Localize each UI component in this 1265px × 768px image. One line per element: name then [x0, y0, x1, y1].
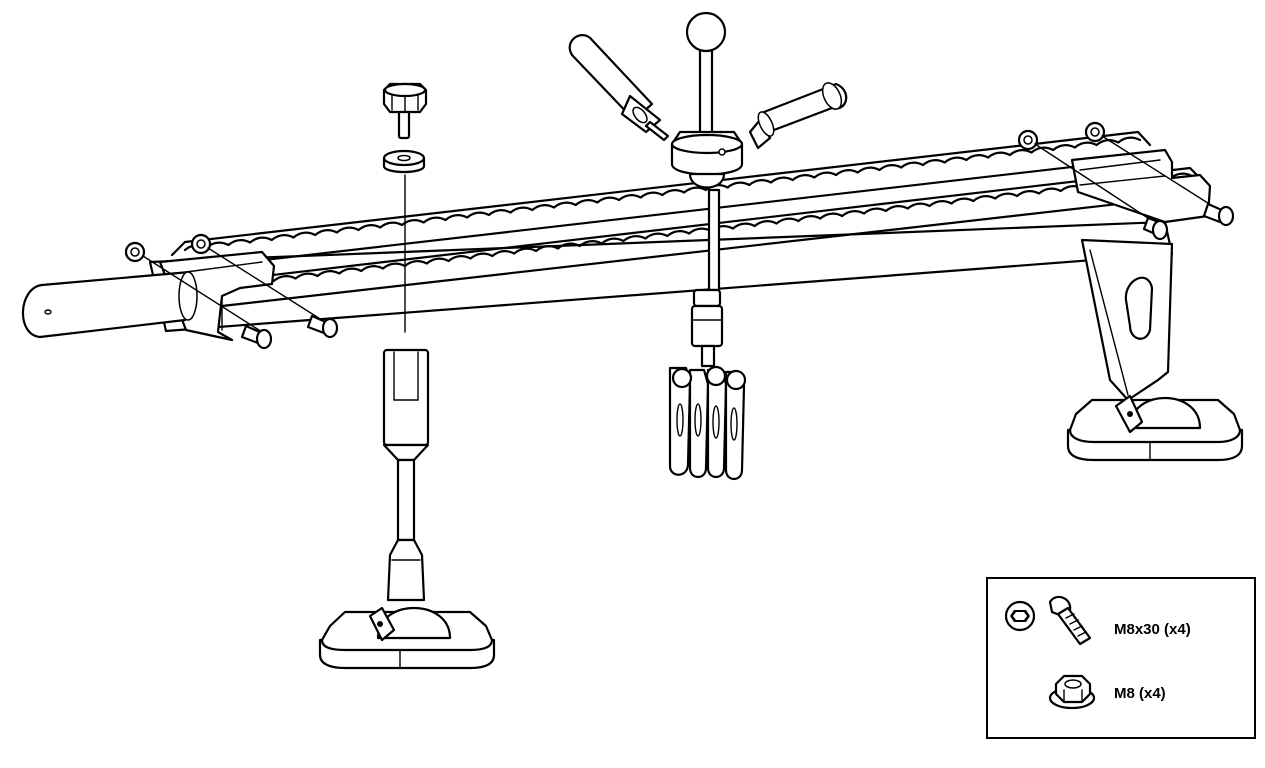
hex-nut-icon: [1048, 674, 1096, 710]
legend-nut-label: M8 (x4): [1114, 685, 1166, 702]
washer-right-1: [1017, 129, 1161, 227]
base-foot-left: [318, 606, 496, 670]
center-post: [707, 188, 721, 292]
handle-grip-right: [748, 82, 848, 150]
bolt-left-2: [306, 314, 339, 339]
joystick-handle: [685, 11, 727, 137]
bolt-right-1: [1142, 216, 1169, 241]
knob-screw: [382, 82, 428, 140]
hex-socket-bolt-icon: [1004, 595, 1092, 646]
base-foot-right: [1066, 394, 1244, 462]
washer-right-2: [1084, 121, 1223, 213]
angled-leg: [1080, 238, 1174, 402]
puller-tool: [690, 288, 724, 368]
bolt-left-1: [240, 324, 273, 350]
vertical-leg: [382, 348, 430, 602]
teeth-rail-rear: [170, 130, 1152, 270]
hardware-legend: M8x30 (x4) M8 (x4): [986, 577, 1256, 739]
handle-grip-left: [568, 34, 670, 142]
hub-block: [670, 130, 744, 189]
legend-bolt-label: M8x30 (x4): [1114, 621, 1191, 638]
washer-left-1: [124, 241, 263, 333]
washer-left-2: [190, 233, 326, 323]
spacer-washer: [382, 149, 426, 174]
clamp-plate-right: [1070, 148, 1212, 224]
bolt-right-2: [1202, 202, 1235, 227]
crossbeam: [148, 220, 1174, 333]
claw-hooks: [668, 365, 747, 481]
end-handle: [21, 270, 198, 339]
